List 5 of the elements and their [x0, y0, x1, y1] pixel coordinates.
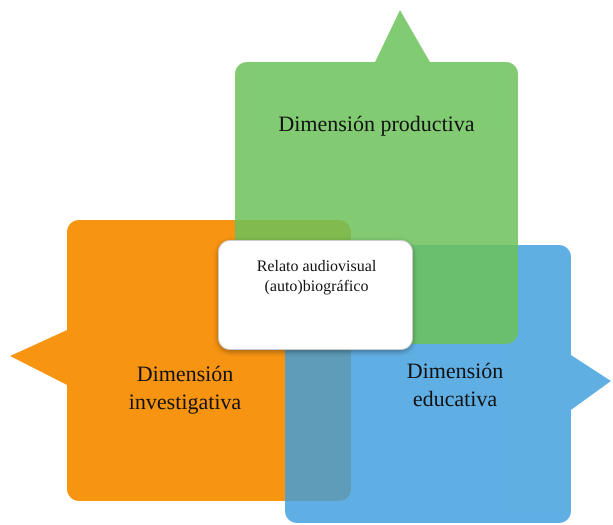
node-label: Dimensión investigativa	[128, 360, 242, 415]
center-box	[218, 240, 413, 350]
node-label: Dimensión educativa	[406, 357, 504, 412]
node-label: Dimensión productiva	[277, 110, 476, 138]
node-label: Relato audiovisual (auto)biográfico	[256, 257, 378, 297]
